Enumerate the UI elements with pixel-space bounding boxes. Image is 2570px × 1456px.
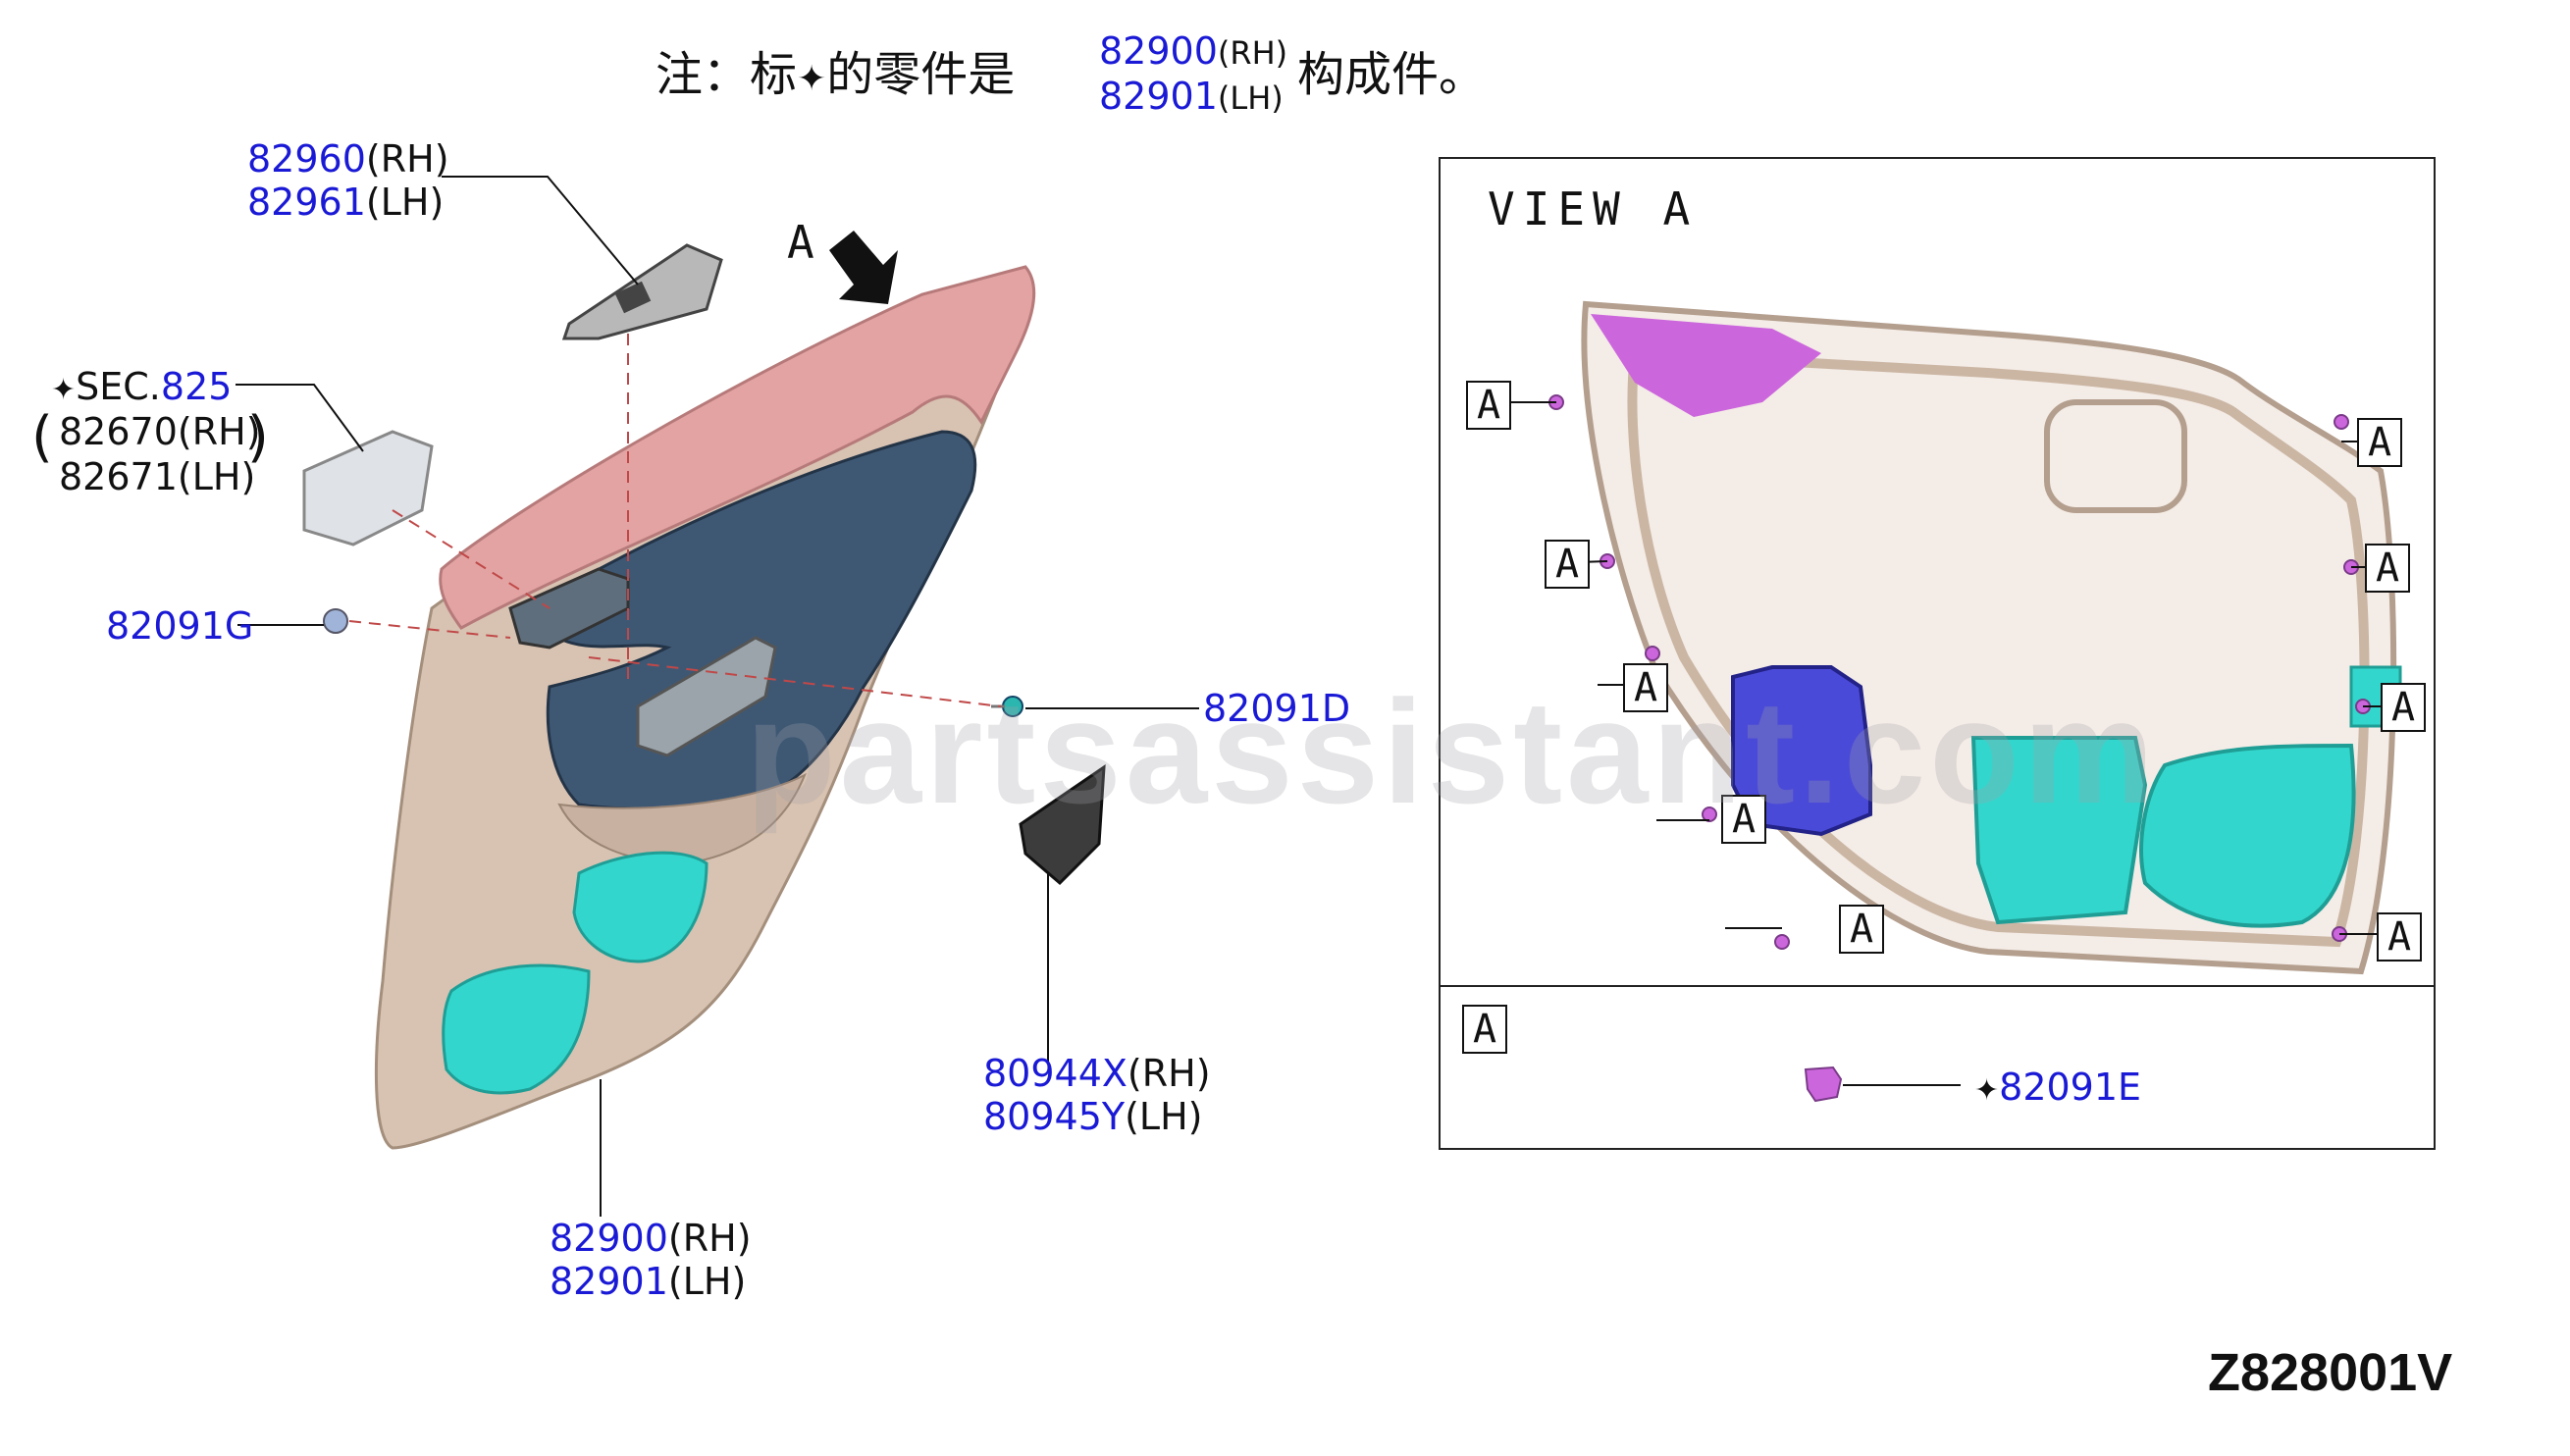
note-sfx-rh: (RH) (1217, 34, 1288, 72)
sec825-callout-lh: 82671(LH) ) (35, 410, 269, 499)
view-arrow-label: A (787, 216, 814, 269)
clip-d-pn[interactable]: 82091D (1203, 687, 1351, 730)
sec825-pn-lh[interactable]: 82671 (59, 455, 178, 498)
switch-bezel-sfx-rh: (RH) (365, 137, 449, 181)
handle-opening (636, 636, 777, 757)
door-trim-pn-lh[interactable]: 82901 (550, 1260, 668, 1303)
door-trim-sfx-lh: (LH) (667, 1260, 747, 1303)
view-a-marker-5: A (1839, 905, 1884, 954)
sec825-callout: ✦SEC.825 (51, 365, 232, 412)
view-a-marker-4: A (1721, 795, 1766, 844)
star-icon: ✦ (797, 59, 827, 99)
diagram-code: Z828001V (2208, 1343, 2453, 1402)
star-icon: ✦ (51, 373, 77, 407)
bracket-callout-lh: 80945Y(LH) (983, 1095, 1203, 1138)
switch-bezel-sfx-lh: (LH) (365, 181, 445, 224)
bracket-sfx-rh: (RH) (1127, 1052, 1211, 1095)
clip-e-shape (1804, 1066, 1843, 1103)
door-trim-upper-pink (439, 265, 1036, 630)
view-a-panel (1439, 157, 2436, 1150)
paren-close-icon: ) (247, 405, 269, 469)
map-pocket (572, 851, 708, 963)
note-pn-lh[interactable]: 82901 (1099, 75, 1218, 118)
view-a-marker-2: A (1545, 540, 1590, 589)
switch-bezel-pn-lh[interactable]: 82961 (247, 181, 366, 224)
sec825-sfx-rh: (RH) (177, 410, 261, 453)
note-prefix-text: 注：标 (656, 47, 798, 102)
note-middle-text: 的零件是 (826, 47, 1016, 102)
door-trim-sfx-rh: (RH) (667, 1217, 752, 1260)
note-pn-lh-line: 82901(LH) (1099, 75, 1284, 120)
view-a-marker-1: A (1466, 381, 1511, 430)
speaker-grille-lower (442, 963, 591, 1095)
watermark: partsassistant.com (746, 669, 2159, 834)
clip-g-shape (323, 608, 348, 634)
clip-g-callout: 82091G (106, 604, 253, 648)
note-prefix: 注：标✦的零件是 (656, 47, 1015, 107)
note-pn-rh-line: 82900(RH) (1099, 29, 1287, 75)
note-sfx-lh: (LH) (1217, 79, 1284, 117)
view-a-marker-9: A (2377, 912, 2422, 962)
bracket-callout-rh: 80944X(RH) (983, 1052, 1211, 1095)
note-suffix: 构成件。 (1297, 47, 1487, 102)
bracket-pn-lh[interactable]: 80945Y (983, 1095, 1126, 1138)
sec825-callout-rh: ( 82670(RH) (31, 410, 261, 465)
view-a-marker-7: A (2365, 544, 2410, 593)
door-trim-illustration (236, 176, 1199, 1217)
star-icon: ✦ (1974, 1073, 2000, 1108)
door-trim-pn-rh[interactable]: 82900 (550, 1217, 668, 1260)
top-strip (1591, 314, 1821, 417)
sec825-sfx-lh: (LH) (177, 455, 256, 498)
view-a-marker-3: A (1623, 663, 1668, 712)
legend-marker: A (1462, 1005, 1507, 1054)
window-switch (302, 430, 434, 546)
view-a-divider (1439, 985, 2436, 987)
switch-bezel-pn-rh[interactable]: 82960 (247, 137, 366, 181)
bracket-shape (1019, 764, 1106, 886)
switch-bezel-callout-lh: 82961(LH) (247, 181, 444, 224)
clip-d-callout: 82091D (1203, 687, 1350, 730)
view-arrow (829, 231, 898, 304)
view-a-marker-8: A (2381, 683, 2426, 732)
legend-clip-illustration (1804, 1066, 1961, 1103)
view-a-title: VIEW A (1488, 182, 1699, 235)
view-a-inner-door-illustration (1499, 300, 2404, 975)
clip-g-pn[interactable]: 82091G (106, 604, 254, 648)
sec-number-link[interactable]: 825 (160, 365, 233, 408)
bracket-pn-rh[interactable]: 80944X (983, 1052, 1128, 1095)
bracket-sfx-lh: (LH) (1125, 1095, 1203, 1138)
legend-pn[interactable]: 82091E (1999, 1066, 2142, 1109)
legend-callout: ✦82091E (1974, 1066, 2141, 1113)
door-trim-callout-rh: 82900(RH) (550, 1217, 752, 1260)
switch-bezel-callout-rh: 82960(RH) (247, 137, 449, 181)
sec-prefix: SEC. (76, 365, 161, 408)
note-pn-rh[interactable]: 82900 (1099, 29, 1218, 73)
paren-open-icon: ( (31, 405, 53, 469)
cyan-pocket (1970, 736, 2148, 925)
sec825-pn-rh[interactable]: 82670 (59, 410, 178, 453)
door-trim-callout-lh: 82901(LH) (550, 1260, 746, 1303)
cyan-speaker (2139, 743, 2356, 928)
view-a-marker-6: A (2357, 418, 2402, 467)
